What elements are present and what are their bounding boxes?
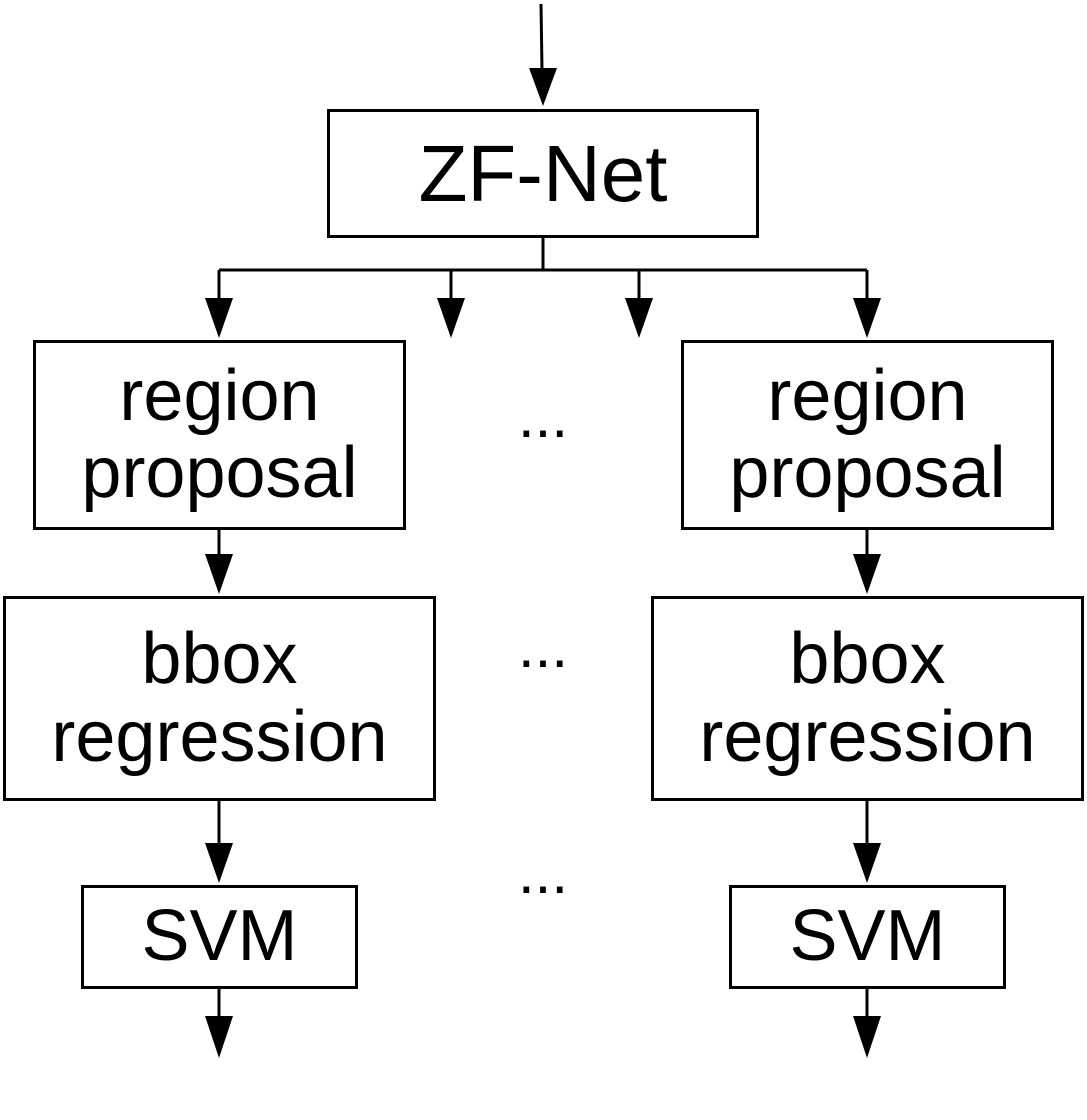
ellipsis-bbox-regression: ... <box>517 613 568 680</box>
svm-box-2: SVM <box>729 885 1006 989</box>
svm1-out-arrowhead <box>205 1016 233 1058</box>
zfnet-box: ZF-Net <box>327 109 759 238</box>
region-proposal-box-2: region proposal <box>681 340 1054 530</box>
bbox-regression-box-2: bbox regression <box>651 596 1084 801</box>
bbox-regression-label-line2: regression <box>699 696 1036 777</box>
ellipsis-region-proposal: ... <box>517 383 568 450</box>
bbox-regression-label-line1: bbox <box>141 619 298 700</box>
region-proposal-label-line1: region <box>767 355 968 436</box>
zfnet-label: ZF-Net <box>418 128 668 218</box>
fanout-arrowhead-3 <box>625 298 653 338</box>
region-proposal-label-line1: region <box>119 355 320 436</box>
fanout-arrowhead-4 <box>853 298 881 338</box>
region-proposal-label-line2: proposal <box>729 433 1006 513</box>
svm-box-1: SVM <box>81 885 358 989</box>
fanout-arrowhead-1 <box>205 298 233 338</box>
bbox-regression-box-1: bbox regression <box>3 596 436 801</box>
ellipsis-svm: ... <box>517 839 568 906</box>
bbox-regression-label-line2: regression <box>51 696 388 777</box>
bb2-arrowhead <box>853 843 881 883</box>
svm-label: SVM <box>141 896 298 977</box>
input-arrowhead <box>529 68 557 106</box>
fanout-arrowhead-2 <box>437 298 465 338</box>
bbox-regression-label-line1: bbox <box>789 619 946 700</box>
rp1-arrowhead <box>205 554 233 594</box>
svm2-out-arrowhead <box>853 1016 881 1058</box>
rp2-arrowhead <box>853 554 881 594</box>
svm-label: SVM <box>789 896 946 977</box>
region-proposal-label-line2: proposal <box>81 433 358 513</box>
input-arrow-line <box>539 3 544 71</box>
bb1-arrowhead <box>205 843 233 883</box>
region-proposal-box-1: region proposal <box>33 340 406 530</box>
